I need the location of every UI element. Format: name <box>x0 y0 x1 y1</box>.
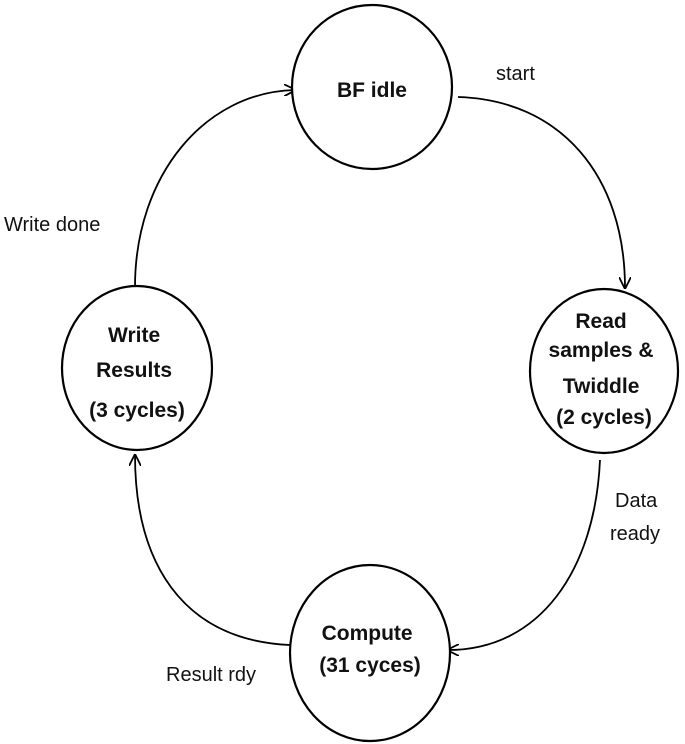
edge-data-ready <box>448 459 601 650</box>
edge-start <box>457 96 625 288</box>
edge-write-done <box>134 90 295 288</box>
edge-label-write-done: Write done <box>4 214 100 236</box>
state-read-samples-twiddle: Read samples & Twiddle (2 cycles) <box>528 287 680 455</box>
state-read-label: Read samples & Twiddle (2 cycles) <box>549 310 660 429</box>
state-bf-idle: BF idle <box>290 3 454 171</box>
edge-label-start: start <box>496 63 535 85</box>
state-write-label: Write Results (3 cycles) <box>89 324 185 422</box>
state-compute: Compute (31 cyces) <box>288 563 452 743</box>
state-bf-idle-label: BF idle <box>337 79 407 102</box>
edge-result-rdy <box>135 455 291 646</box>
state-compute-label: Compute (31 cyces) <box>319 622 421 677</box>
edge-label-result-rdy: Result rdy <box>166 664 256 686</box>
state-write-results: Write Results (3 cycles) <box>60 284 214 452</box>
edge-label-data-ready: Data ready <box>610 490 663 545</box>
